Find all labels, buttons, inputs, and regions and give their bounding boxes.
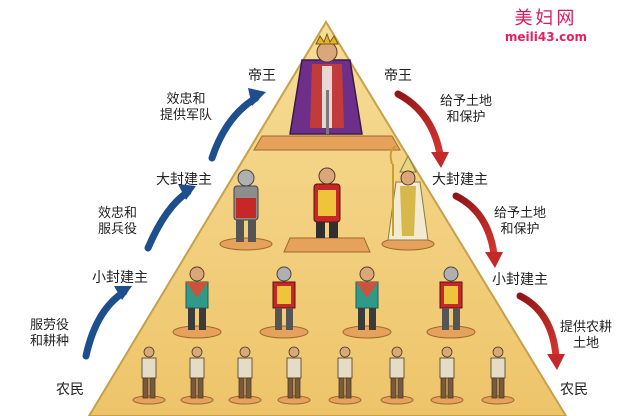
arrow-small-lord-to-great-lord — [144, 188, 192, 252]
label-small-lord-right: 小封建主 — [492, 272, 548, 288]
label-small-lord-left: 小封建主 — [92, 270, 148, 286]
label-grant-from-great-lord: 给予土地 和保护 — [494, 206, 547, 237]
watermark-title: 美妇网 — [514, 8, 578, 29]
arrow-small-lord-to-peasant — [516, 292, 560, 360]
label-grant-from-small-lord: 提供农耕 土地 — [560, 320, 613, 351]
blue-arrowheads — [114, 88, 266, 300]
label-peasant-right: 农民 — [560, 382, 588, 398]
label-great-lord-left: 大封建主 — [156, 172, 212, 188]
label-peasant-left: 农民 — [56, 382, 84, 398]
noble-figure — [313, 167, 341, 238]
label-king-left: 帝王 — [248, 68, 276, 84]
watermark: 美妇网 meili43.com — [505, 4, 587, 44]
label-duty-to-king: 效忠和 提供军队 — [160, 92, 213, 123]
red-arrows — [394, 90, 560, 360]
label-duty-to-great-lord: 效忠和 服兵役 — [98, 206, 138, 237]
arrow-king-to-great-lord — [394, 90, 444, 158]
peasant-figures — [141, 346, 506, 399]
arrow-great-lord-to-small-lord — [452, 192, 498, 258]
label-king-right: 帝王 — [384, 68, 412, 84]
knight-figure — [233, 169, 259, 242]
watermark-url: meili43.com — [504, 30, 587, 44]
label-duty-to-small-lord: 服劳役 和耕种 — [30, 318, 70, 349]
label-great-lord-right: 大封建主 — [432, 172, 488, 188]
small-lord-figures — [185, 266, 463, 330]
red-arrowheads — [431, 152, 565, 370]
bishop-figure — [387, 145, 429, 241]
label-grant-from-king: 给予土地 和保护 — [440, 94, 493, 125]
king-figure — [289, 32, 363, 135]
arrow-great-lord-to-king — [208, 94, 260, 162]
arrow-peasant-to-small-lord — [82, 288, 128, 360]
